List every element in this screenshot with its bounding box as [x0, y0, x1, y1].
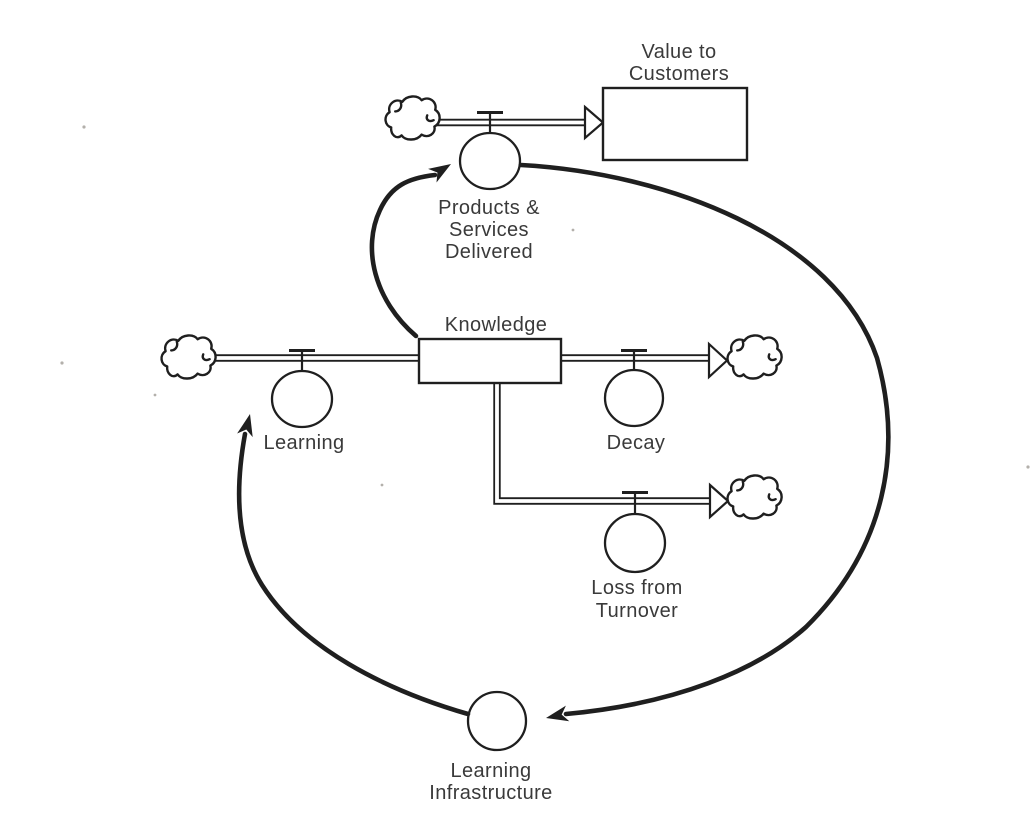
valve-loss-from-turnover — [603, 491, 667, 574]
flow-label-products-services-delivered: Products & Services Delivered — [438, 197, 540, 263]
link-arrowhead-icon — [546, 705, 570, 722]
cloud-sink-icon — [726, 474, 783, 520]
stock-label-knowledge: Knowledge — [445, 314, 548, 336]
label-line: Customers — [629, 63, 729, 85]
label-line: Value to — [641, 41, 716, 63]
valve-learning — [270, 349, 334, 429]
valve-decay — [603, 349, 665, 428]
flow-label-loss-from-turnover: Loss from Turnover — [591, 577, 682, 622]
cloud-source-icon — [160, 334, 217, 380]
flow-label-learning: Learning — [263, 432, 344, 454]
link-arrowhead-icon — [237, 414, 253, 438]
converter-learning-infrastructure — [466, 690, 528, 752]
stock-label-value-to-customers: Value to Customers — [629, 41, 729, 85]
converter-label-learning-infrastructure: Learning Infrastructure — [429, 760, 552, 804]
label-line: Products & — [438, 197, 540, 219]
cloud-sink-icon — [726, 334, 783, 380]
label-line: Learning — [450, 760, 531, 782]
label-line: Services — [449, 219, 529, 241]
flow-pipe-loss-from-turnover — [493, 377, 713, 505]
flow-arrowhead-icon — [707, 341, 729, 380]
label-line: Loss from — [591, 577, 682, 599]
flow-arrowhead-icon — [708, 482, 730, 520]
label-line: Delivered — [445, 241, 533, 263]
flow-label-decay: Decay — [607, 432, 666, 454]
link-knowledge-to-products — [369, 164, 451, 339]
cloud-source-icon — [384, 95, 441, 141]
scan-specks — [60, 125, 1030, 487]
stock-value-to-customers — [601, 86, 749, 162]
link-products-to-learning-infrastructure — [518, 162, 891, 722]
link-learning-infrastructure-to-learning — [236, 414, 471, 717]
label-line: Turnover — [596, 600, 679, 622]
stock-knowledge — [417, 337, 563, 385]
valve-products-services-delivered — [458, 111, 522, 191]
link-arrowhead-icon — [428, 164, 451, 183]
label-line: Infrastructure — [429, 782, 552, 804]
flow-arrowhead-icon — [583, 104, 605, 141]
